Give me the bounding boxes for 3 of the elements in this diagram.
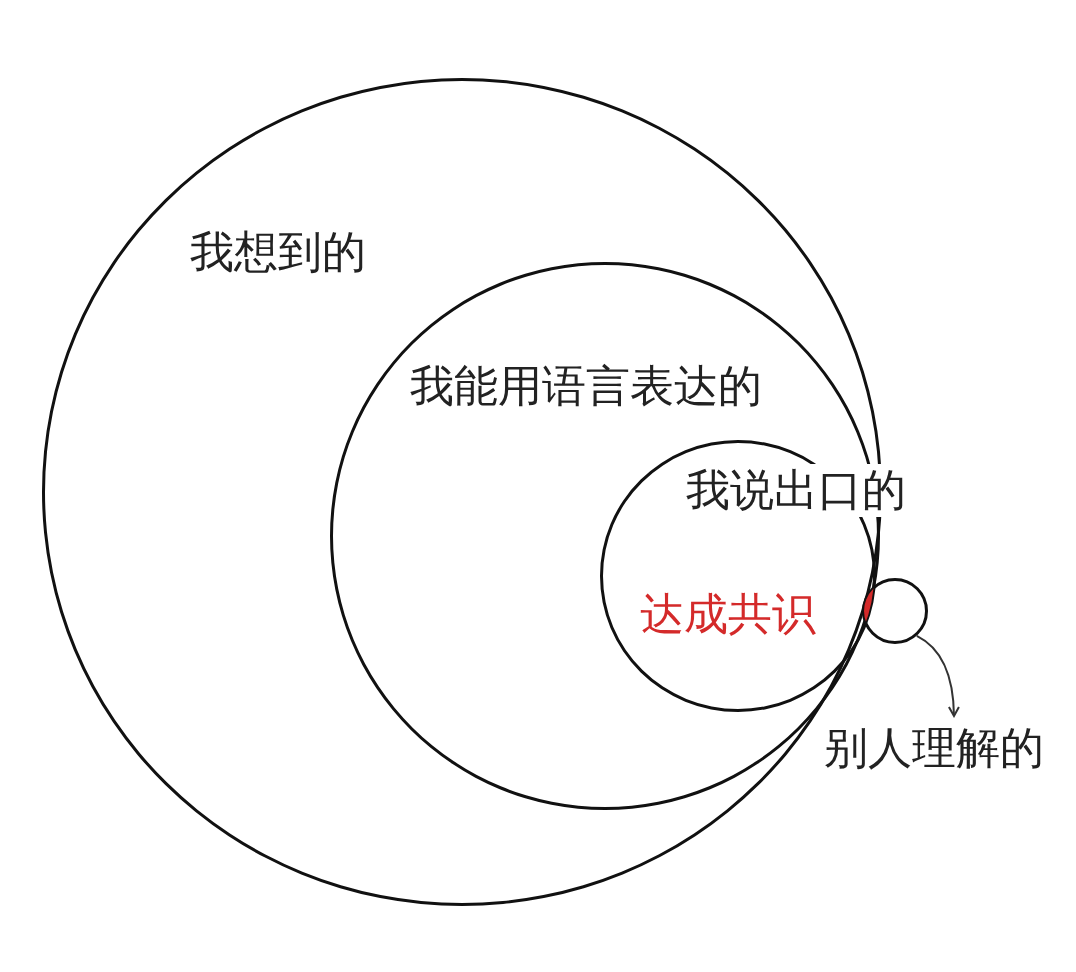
- small-circle: [862, 578, 928, 644]
- arrow: [915, 634, 960, 717]
- region-label: 我说出口的: [686, 464, 906, 517]
